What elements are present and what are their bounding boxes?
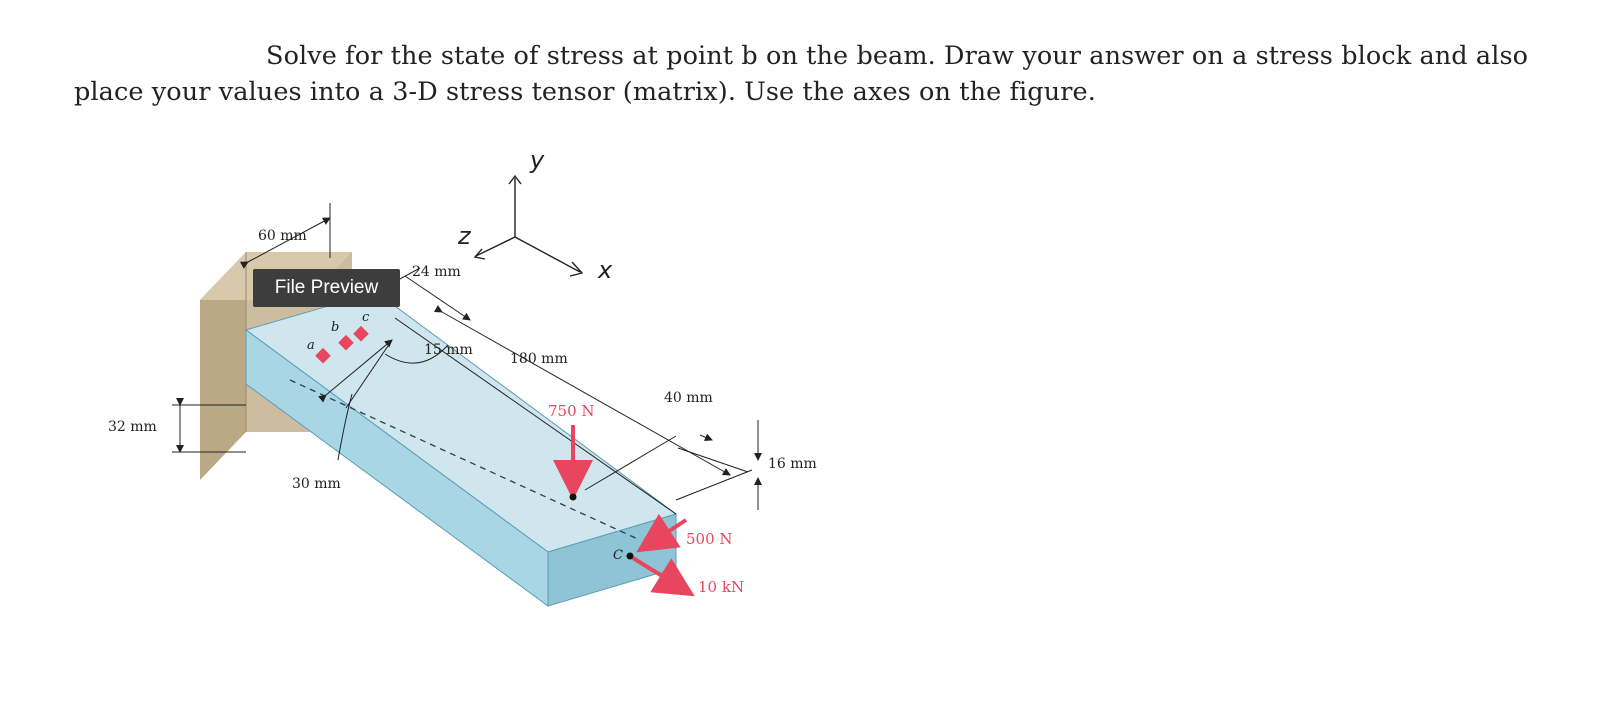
dim-40mm: 40 mm (664, 390, 713, 406)
force-10k-label: 10 kN (698, 578, 745, 596)
dim-15mm: 15 mm (424, 342, 473, 358)
point-a-label: a (307, 338, 315, 353)
point-b-label: b (331, 320, 340, 335)
problem-statement: Solve for the state of stress at point b… (74, 38, 1544, 110)
force-500-arrow (636, 513, 688, 553)
x-axis-label: x (598, 256, 613, 284)
z-axis-arrow-icon (473, 248, 486, 260)
problem-text: Solve for the state of stress at point b… (74, 41, 1529, 107)
force-750-label: 750 N (548, 402, 595, 420)
dim-60mm: 60 mm (258, 228, 307, 244)
file-preview-button[interactable]: File Preview (253, 269, 400, 307)
point-c-label: c (362, 310, 370, 325)
x-axis-arrow-icon (569, 261, 584, 277)
z-axis-label: z (458, 222, 471, 250)
force-10k-arrow (631, 556, 695, 597)
coordinate-axes (473, 174, 584, 277)
z-axis-line (475, 236, 516, 257)
point-C-dot (626, 552, 634, 560)
dim-32mm: 32 mm (108, 419, 157, 435)
y-axis-arrow-icon (508, 174, 522, 185)
load-point-dot (569, 493, 577, 501)
applied-forces (553, 425, 695, 597)
dim-180mm: 180 mm (510, 351, 568, 367)
force-500-label: 500 N (686, 530, 733, 548)
dim-16mm: 16 mm (768, 456, 817, 472)
point-C-label: C (613, 548, 623, 563)
dim-24mm: 24 mm (412, 264, 461, 280)
x-axis-line (514, 236, 581, 273)
y-axis-label: y (530, 146, 545, 174)
point-c-marker (353, 325, 369, 342)
dim-30mm: 30 mm (292, 476, 341, 492)
